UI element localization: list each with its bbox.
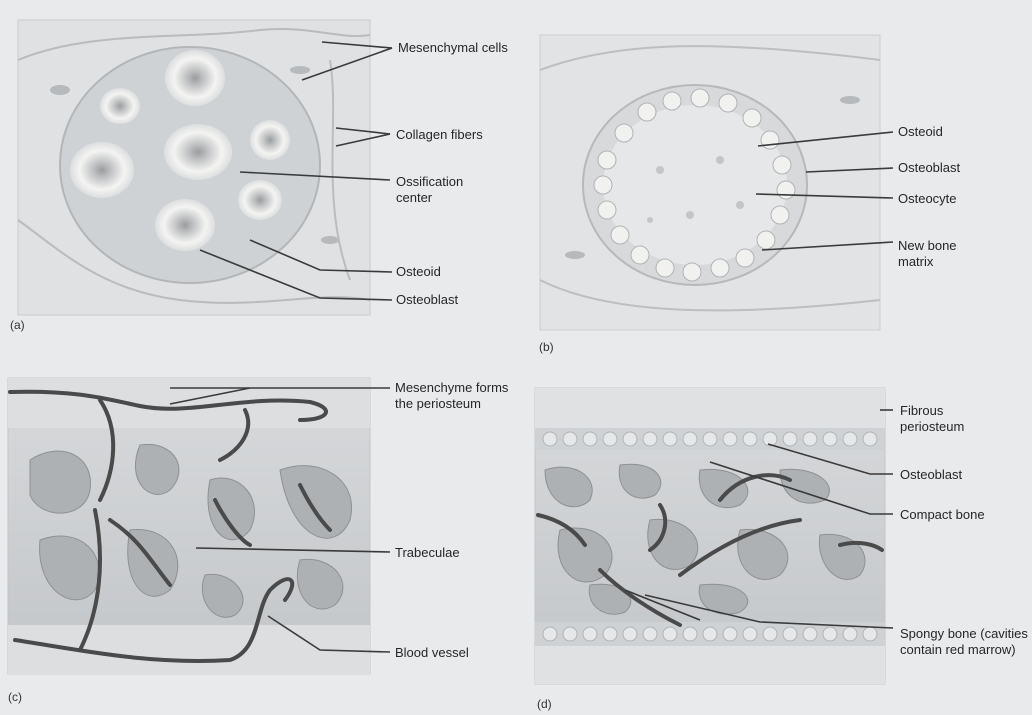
label-mesenchymal-cells: Mesenchymal cells bbox=[398, 40, 518, 56]
panel-a-tag: (a) bbox=[10, 318, 25, 332]
label-osteoblast-b: Osteoblast bbox=[898, 160, 960, 176]
label-spongy-bone: Spongy bone (cavities contain red marrow… bbox=[900, 626, 1030, 658]
label-collagen-fibers: Collagen fibers bbox=[396, 127, 483, 143]
label-osteoid-a: Osteoid bbox=[396, 264, 441, 280]
panel-d-illustration bbox=[535, 388, 885, 684]
label-fibrous-periosteum: Fibrous periosteum bbox=[900, 403, 990, 435]
label-osteoblast-d: Osteoblast bbox=[900, 467, 962, 483]
label-osteoblast-a: Osteoblast bbox=[396, 292, 458, 308]
label-ossification-center: Ossification center bbox=[396, 174, 496, 206]
label-blood-vessel: Blood vessel bbox=[395, 645, 469, 661]
label-osteoid-b: Osteoid bbox=[898, 124, 943, 140]
panel-d-tag: (d) bbox=[537, 697, 552, 711]
panel-a-illustration bbox=[18, 20, 370, 315]
label-compact-bone: Compact bone bbox=[900, 507, 985, 523]
panel-b-illustration bbox=[540, 35, 880, 330]
panel-c-illustration bbox=[8, 378, 370, 675]
panel-b-tag: (b) bbox=[539, 340, 554, 354]
label-mesenchyme-forms-periosteum: Mesenchyme forms the periosteum bbox=[395, 380, 510, 412]
label-trabeculae: Trabeculae bbox=[395, 545, 460, 561]
label-osteocyte: Osteocyte bbox=[898, 191, 957, 207]
label-new-bone-matrix: New bone matrix bbox=[898, 238, 978, 270]
panel-c-tag: (c) bbox=[8, 690, 22, 704]
